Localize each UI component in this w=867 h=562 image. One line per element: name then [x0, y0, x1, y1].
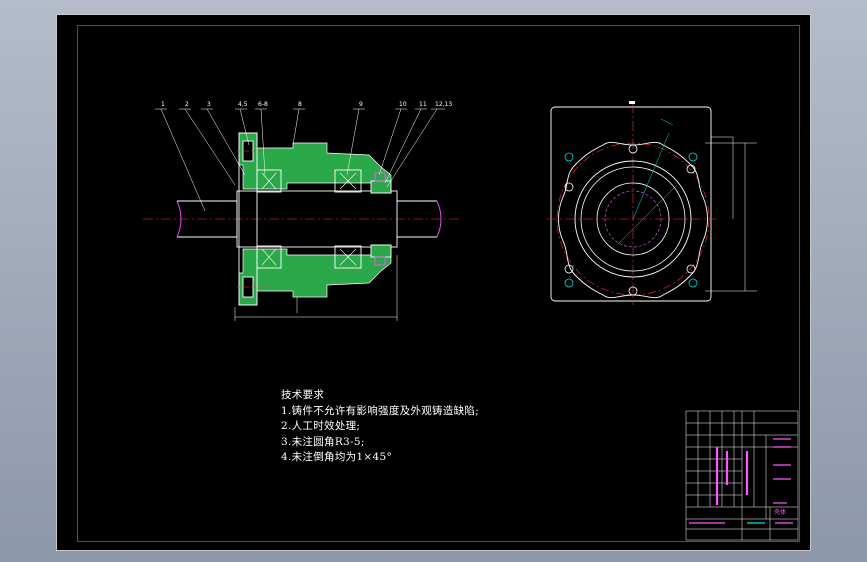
- balloon-labels: 1 2 3 4,5 6-8 8 9 10 11 12,13: [161, 101, 452, 108]
- technical-requirements: 技术要求 1.铸件不允许有影响强度及外观铸造缺陷; 2.人工时效处理; 3.未注…: [281, 388, 479, 466]
- end-view-outline: [550, 106, 712, 302]
- balloon-12-13: 12,13: [435, 101, 452, 108]
- balloon-2: 2: [185, 101, 189, 108]
- titleblock-part-label: 壳体: [774, 508, 786, 516]
- mount-holes: [564, 152, 698, 288]
- title-block-marks: [689, 438, 793, 524]
- housing-section-top: [238, 132, 392, 194]
- balloon-4-5: 4,5: [238, 101, 248, 108]
- drawing-sheet: 1 2 3 4,5 6-8 8 9 10 11 12,13: [56, 14, 811, 551]
- notes-item-2: 2.人工时效处理;: [281, 420, 361, 432]
- notes-item-1: 1.铸件不允许有影响强度及外观铸造缺陷;: [281, 404, 480, 417]
- flange-outline: [238, 132, 258, 306]
- shaft-right: [397, 200, 437, 238]
- balloon-leaders: [155, 108, 445, 212]
- shaft-break-right: [436, 200, 442, 238]
- shaft-body: [236, 190, 398, 248]
- housing-section-bottom: [238, 244, 392, 306]
- notes-title: 技术要求: [281, 389, 325, 401]
- bolt-holes: [564, 144, 696, 296]
- balloon-6-8: 6-8: [258, 101, 268, 108]
- balloon-8: 8: [298, 101, 302, 108]
- drawing-canvas: 1 2 3 4,5 6-8 8 9 10 11 12,13: [143, 101, 799, 541]
- drawing-border: [77, 25, 800, 542]
- balloon-10: 10: [399, 101, 407, 108]
- bearing-left-top: [256, 169, 282, 193]
- title-block: [685, 410, 799, 541]
- bearing-left-bottom: [256, 245, 282, 269]
- end-view: [547, 101, 757, 305]
- section-view: 1 2 3 4,5 6-8 8 9 10 11 12,13: [143, 101, 461, 321]
- bearing-right-bottom: [334, 245, 362, 269]
- balloon-1: 1: [161, 101, 165, 108]
- balloon-3: 3: [207, 101, 211, 108]
- notes-item-4: 4.未注倒角均为1×45°: [281, 451, 393, 463]
- shaft-break-left: [176, 200, 182, 238]
- balloon-9: 9: [359, 101, 363, 108]
- notes-item-3: 3.未注圆角R3-5;: [281, 435, 365, 448]
- balloon-11: 11: [419, 101, 427, 108]
